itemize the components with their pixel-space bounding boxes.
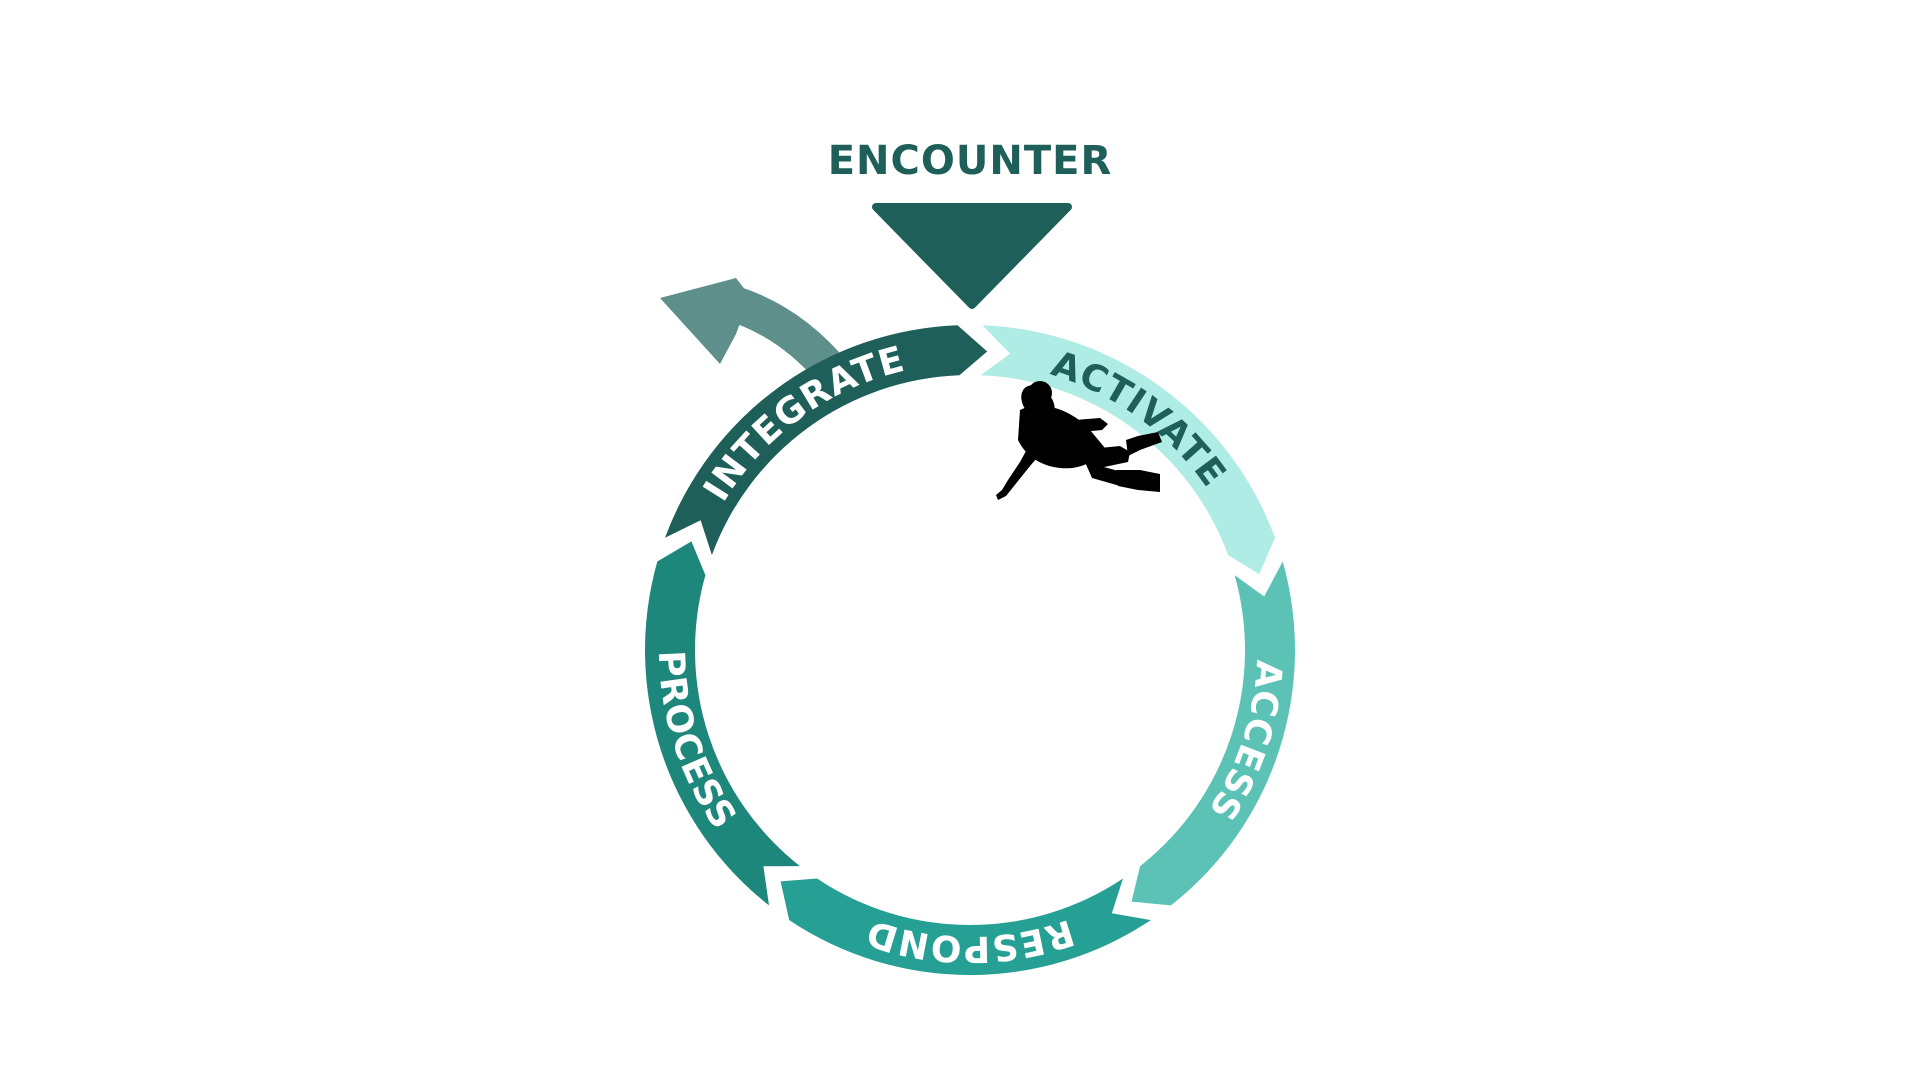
segment-process xyxy=(645,541,800,906)
exit-arrow xyxy=(660,278,849,387)
segment-activate xyxy=(980,325,1275,575)
encounter-arrow xyxy=(872,203,1072,309)
segment-label-process: PROCESS xyxy=(650,650,744,837)
cycle-segments xyxy=(645,325,1295,976)
segment-integrate xyxy=(665,325,988,555)
scuba-diver-icon xyxy=(996,381,1162,500)
segment-access xyxy=(1131,561,1295,906)
encounter-label: ENCOUNTER xyxy=(827,138,1113,184)
segment-respond xyxy=(780,878,1151,976)
